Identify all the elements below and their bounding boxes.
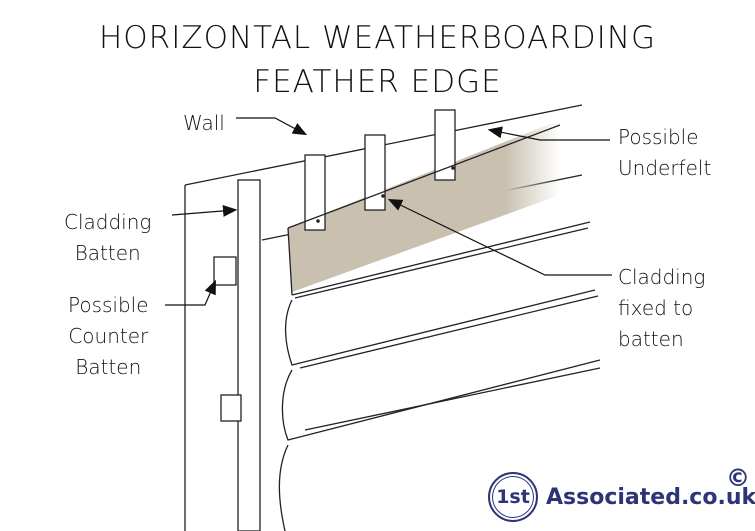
logo-site: Associated.co.uk [546,484,755,510]
battens [213,109,456,531]
label-text: Possible [68,293,149,317]
title-line-1: HORIZONTAL WEATHERBOARDING [98,20,657,56]
label-cladding-batten: Cladding Batten [64,207,151,269]
title-line-2: FEATHER EDGE [253,64,502,100]
label-counter-batten: Possible Counter Batten [68,290,149,383]
label-text: Cladding [618,265,706,289]
logo: 1st Associated.co.uk [488,472,755,522]
logo-badge: 1st [488,472,538,522]
copyright-icon: © [726,464,750,492]
cladding-boards [278,124,601,531]
leader-arrows [165,117,612,306]
underfelt-shading [288,120,560,292]
fixing-nails [316,166,455,223]
label-text: Counter [68,324,149,348]
label-text: Possible [618,125,699,149]
label-text: batten [618,327,684,351]
label-text: Batten [74,241,141,265]
label-underfelt: Possible Underfelt [618,122,711,184]
label-text: fixed to [618,296,694,320]
label-text: Underfelt [618,156,712,180]
label-text: Cladding [64,210,152,234]
label-cladding-fixed: Cladding fixed to batten [618,262,705,355]
label-wall: Wall [183,111,225,135]
label-text: Batten [75,355,142,379]
